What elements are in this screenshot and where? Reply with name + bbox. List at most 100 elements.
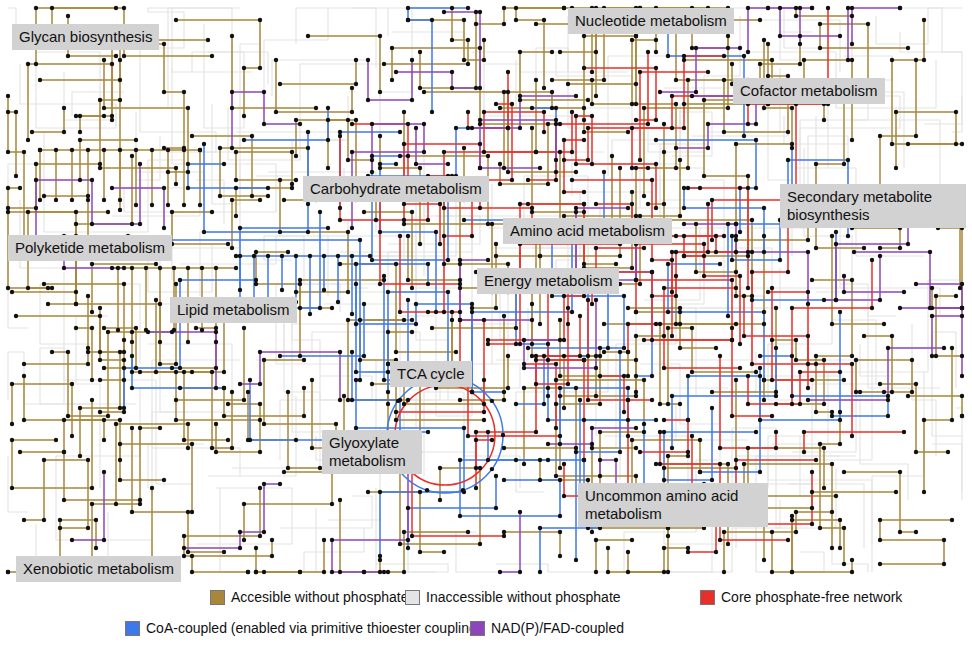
metabolite-dot [138, 370, 142, 374]
metabolite-dot [402, 202, 406, 206]
metabolite-dot [86, 526, 90, 530]
metabolite-dot [662, 466, 666, 470]
metabolite-dot [790, 518, 794, 522]
metabolite-dot [130, 510, 134, 514]
metabolite-dot [38, 148, 42, 152]
metabolite-dot [630, 38, 634, 42]
metabolite-dot [116, 328, 120, 332]
metabolite-dot [686, 546, 690, 550]
metabolite-dot [354, 58, 358, 62]
pathway-line [124, 188, 184, 212]
metabolite-dot [770, 338, 774, 342]
metabolite-dot [518, 570, 522, 574]
metabolite-dot [794, 358, 798, 362]
metabolite-dot [726, 314, 730, 318]
metabolite-dot [146, 330, 150, 334]
metabolite-dot [950, 346, 954, 350]
pathway-line [564, 400, 628, 496]
metabolite-dot [574, 94, 578, 98]
pathway-line [104, 328, 136, 368]
metabolite-dot [738, 230, 742, 234]
metabolite-dot [258, 450, 262, 454]
metabolite-dot [670, 250, 674, 254]
metabolite-dot [922, 58, 926, 62]
metabolite-dot [34, 6, 38, 10]
metabolite-dot [846, 6, 850, 10]
metabolite-dot [758, 62, 762, 66]
metabolite-dot [222, 386, 226, 390]
metabolite-dot [218, 146, 222, 150]
metabolite-dot [482, 58, 486, 62]
metabolite-dot [746, 446, 750, 450]
metabolite-dot [546, 358, 550, 362]
metabolite-dot [590, 114, 594, 118]
metabolite-dot [574, 162, 578, 166]
metabolite-dot [186, 170, 190, 174]
metabolite-dot [734, 142, 738, 146]
metabolite-dot [406, 18, 410, 22]
metabolite-dot [38, 198, 42, 202]
metabolite-dot [258, 66, 262, 70]
metabolite-dot [534, 382, 538, 386]
metabolite-dot [770, 570, 774, 574]
metabolite-dot [654, 138, 658, 142]
metabolite-dot [482, 402, 486, 406]
metabolite-dot [582, 418, 586, 422]
metabolite-dot [506, 70, 510, 74]
metabolite-dot [430, 326, 434, 330]
metabolite-dot [378, 90, 382, 94]
metabolite-dot [234, 214, 238, 218]
pathway-line [36, 52, 100, 144]
metabolite-dot [654, 206, 658, 210]
metabolite-dot [770, 286, 774, 290]
metabolite-dot [582, 118, 586, 122]
metabolite-dot [368, 254, 372, 258]
metabolite-dot [442, 150, 446, 154]
pathway-line [250, 380, 330, 440]
metabolite-dot [682, 254, 686, 258]
metabolite-dot [394, 418, 398, 422]
metabolite-dot [478, 466, 482, 470]
metabolite-dot [230, 146, 234, 150]
metabolite-dot [62, 450, 66, 454]
metabolite-dot [530, 302, 534, 306]
metabolite-dot [150, 148, 154, 152]
metabolite-dot [326, 166, 330, 170]
metabolite-dot [838, 518, 842, 522]
metabolite-dot [542, 86, 546, 90]
pathway-line [44, 132, 184, 232]
pathway-line [20, 60, 116, 128]
metabolite-dot [522, 338, 526, 342]
metabolite-dot [530, 126, 534, 130]
metabolite-dot [582, 190, 586, 194]
metabolite-dot [326, 106, 330, 110]
metabolite-dot [762, 558, 766, 562]
metabolite-dot [110, 186, 114, 190]
metabolite-dot [318, 306, 322, 310]
metabolite-dot [790, 394, 794, 398]
metabolite-dot [450, 6, 454, 10]
metabolite-dot [562, 6, 566, 10]
metabolite-dot [186, 162, 190, 166]
metabolite-dot [798, 370, 802, 374]
metabolite-dot [310, 378, 314, 382]
metabolite-dot [350, 110, 354, 114]
metabolite-dot [498, 162, 502, 166]
metabolite-dot [522, 386, 526, 390]
metabolite-dot [282, 470, 286, 474]
metabolite-dot [458, 286, 462, 290]
metabolite-dot [370, 258, 374, 262]
metabolite-dot [442, 234, 446, 238]
metabolite-dot [746, 250, 750, 254]
metabolite-dot [646, 202, 650, 206]
metabolite-dot [438, 202, 442, 206]
metabolite-dot [50, 6, 54, 10]
metabolite-dot [134, 138, 138, 142]
pathway-line [408, 200, 460, 280]
metabolite-dot [22, 418, 26, 422]
metabolite-dot [666, 262, 670, 266]
metabolite-dot [798, 62, 802, 66]
metabolite-dot [246, 390, 250, 394]
pathway-line [364, 212, 412, 288]
metabolite-dot [558, 514, 562, 518]
